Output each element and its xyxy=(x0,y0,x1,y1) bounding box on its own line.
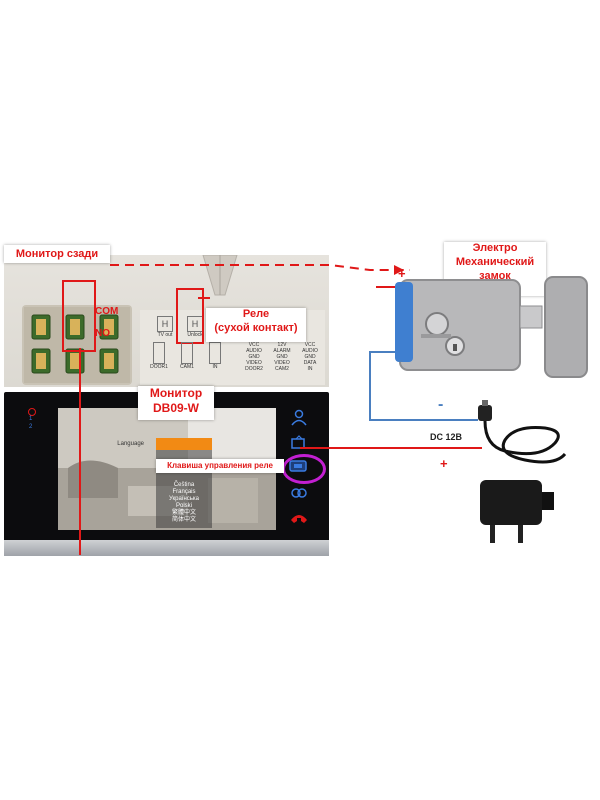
language-item[interactable]: Polski xyxy=(175,503,192,509)
user-icon[interactable] xyxy=(290,408,308,426)
no-terminal-label: NO xyxy=(95,328,110,339)
power-adapter-icon xyxy=(478,400,567,543)
monitor-model-label: Монитор DB09-W xyxy=(138,386,214,420)
vcc-audio-block: VCC AUDIO GND VIDEO DOOR2 xyxy=(245,342,263,372)
plus-bottom: + xyxy=(440,456,448,471)
indicator-1: 1 xyxy=(29,416,33,422)
language-item[interactable]: Čeština xyxy=(173,482,195,488)
language-item[interactable]: Українська xyxy=(168,496,200,502)
intercom-icon[interactable] xyxy=(290,486,308,500)
unlock-highlight-box xyxy=(176,288,204,344)
power-led-icon xyxy=(28,408,36,416)
language-menu[interactable]: Language Čeština Français Українська Pol… xyxy=(117,438,212,528)
relay-key-label: Клавиша управления реле xyxy=(156,459,284,473)
alarm-block: 12V ALARM GND VIDEO CAM2 xyxy=(273,342,291,372)
language-item[interactable]: Français xyxy=(172,489,196,495)
phone-hangup-icon[interactable] xyxy=(290,511,308,525)
indicator-2: 2 xyxy=(29,424,33,430)
dc-label: DC 12B xyxy=(430,432,463,442)
minus-top: - xyxy=(398,352,404,369)
connector-row-bottom: DOOR1 CAM1 IN VCC AUDIO GND VIDEO DOOR2 … xyxy=(146,342,326,382)
cam1-connector: CAM1 xyxy=(174,342,200,370)
relay-label: Реле (сухой контакт) xyxy=(206,308,306,342)
language-item[interactable]: 繁體中文 xyxy=(171,510,196,516)
wall-hook-icon xyxy=(202,255,238,296)
data-block: VCC AUDIO GND DATA IN xyxy=(302,342,318,372)
tv-out-connector: H TV out xyxy=(150,316,180,338)
monitor-view-icon[interactable] xyxy=(290,434,308,452)
in-connector: IN xyxy=(202,342,228,370)
monitor-rear-label: Монитор сзади xyxy=(4,245,110,263)
language-title: Language xyxy=(117,441,144,447)
com-terminal-label: COM xyxy=(95,306,119,317)
monitor-bottom-bezel xyxy=(4,540,329,556)
language-item[interactable]: 简体中文 xyxy=(171,517,196,523)
language-title-bar xyxy=(156,438,212,450)
electromechanical-lock-icon xyxy=(395,276,588,378)
plus-top: + xyxy=(398,266,406,281)
minus-right: - xyxy=(438,396,444,413)
door1-connector: DOOR1 xyxy=(146,342,172,370)
